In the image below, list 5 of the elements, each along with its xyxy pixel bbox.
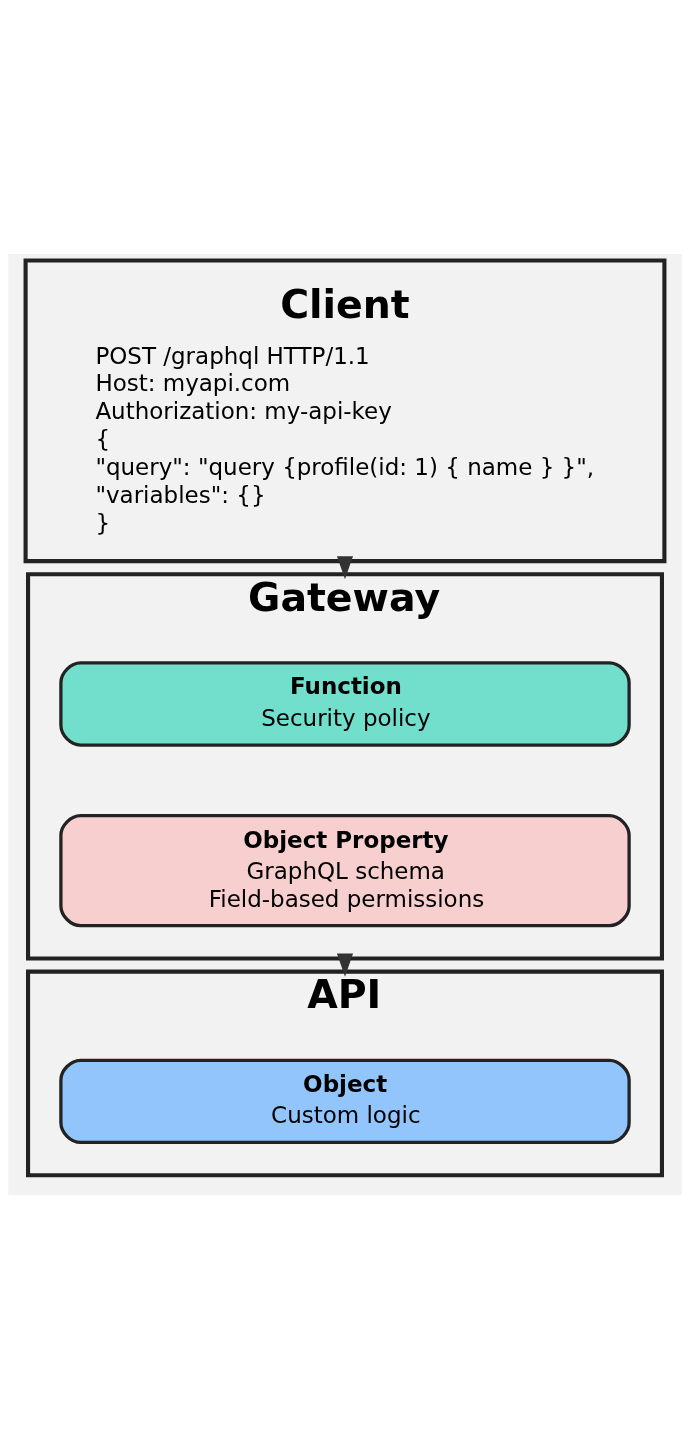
node-box: Function Security policy — [59, 661, 631, 747]
node-box: Object Custom logic — [59, 1058, 631, 1145]
arrow — [336, 556, 354, 580]
arrow — [336, 953, 354, 977]
node-box: Object Property GraphQL schema Field-based permissions — [59, 814, 631, 928]
